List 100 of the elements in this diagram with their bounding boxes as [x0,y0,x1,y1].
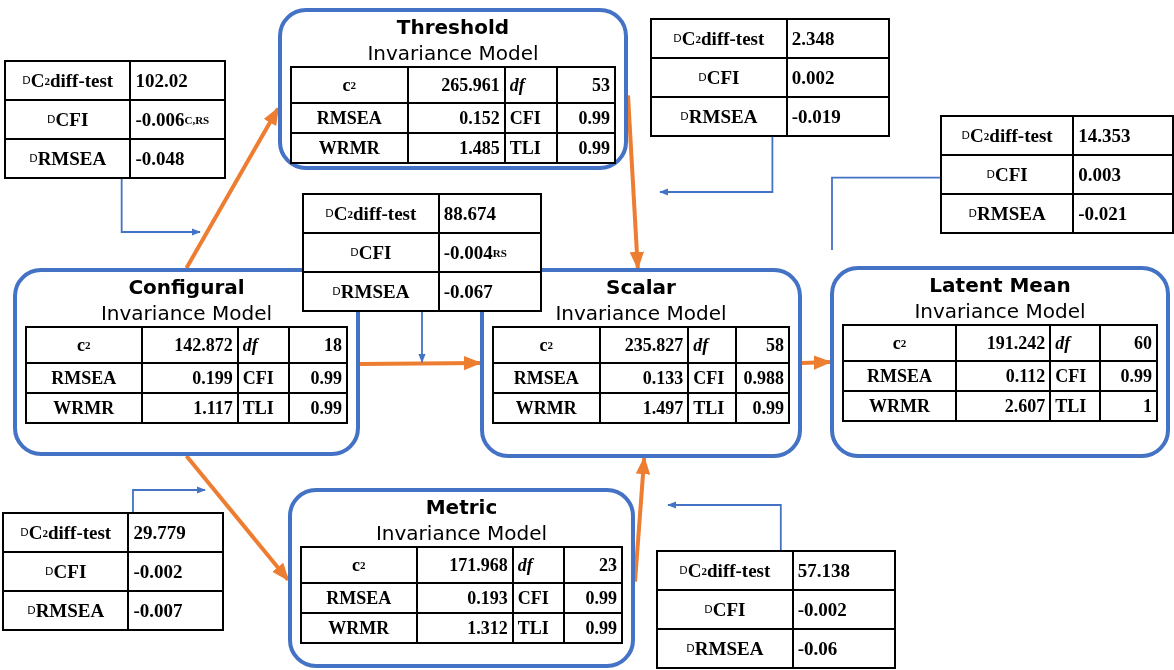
table-cell: 0.002 [787,59,890,98]
table-cell: -0.06 [793,630,896,669]
table-cell: 0.99 [290,364,348,394]
model-subtitle: Invariance Model [375,520,548,546]
table-cell: df [1051,326,1102,362]
model-subtitle: Invariance Model [100,300,273,326]
table-cell: -0.004$^{RS}$ [439,234,542,273]
table-cell: 0.003 [1074,156,1174,195]
difference-table [940,115,1174,233]
table-cell: 191.242 [957,326,1052,362]
table-cell: WRMR [27,394,143,424]
table-cell: 2.607 [957,392,1052,422]
table-cell: 88.674 [439,195,542,234]
arrow [801,355,832,370]
table-cell: 0.99 [290,394,348,424]
model-subtitle: Invariance Model [367,40,539,66]
table-cell: TLI [513,614,566,644]
table-cell: RMSEA [844,362,958,392]
table-cell: 2.348 [787,20,890,59]
model-box [288,488,635,668]
table-cell: WRMR [292,134,409,164]
table-cell: CFI [689,364,737,394]
difference-table [4,60,226,178]
table-cell: WRMR [302,614,418,644]
table-cell: WRMR [844,392,958,422]
leader-line [831,176,941,251]
table-cell: 171.968 [417,548,514,584]
table-cell: df [505,68,558,104]
table-cell: 53 [557,68,616,104]
table-cell: 58 [736,328,790,364]
table-cell: 0.133 [600,364,690,394]
pointer-arrow [120,177,201,236]
table-cell: 1.312 [417,614,514,644]
difference-table [2,512,224,630]
table-cell: 0.152 [408,104,506,134]
model-title: Metric [425,494,498,520]
table-cell: 0.99 [1101,362,1158,392]
table-cell: -0.021 [1074,195,1174,234]
table-cell: CFI [505,104,558,134]
table-cell: 18 [290,328,348,364]
difference-table [656,550,896,668]
table-cell: 60 [1101,326,1158,362]
table-cell: -0.048 [131,140,226,179]
table-cell: df [513,548,566,584]
arrow [184,106,280,269]
table-cell: 102.02 [131,62,226,101]
table-cell: TLI [505,134,558,164]
table-cell: TLI [238,394,291,424]
table-cell: 0.99 [565,614,623,644]
arrow [184,454,290,582]
model-title: Threshold [396,14,510,40]
table-cell: RMSEA [302,584,418,614]
model-subtitle: Invariance Model [555,300,727,326]
pointer-arrow [418,310,426,363]
model-title: Configural [128,274,245,300]
table-cell: 265.961 [408,68,506,104]
table-cell: 1.117 [142,394,239,424]
table-cell: CFI [513,584,566,614]
table-cell: 0.112 [957,362,1052,392]
table-cell: -0.002 [129,553,224,592]
table-cell: TLI [1051,392,1102,422]
table-cell: RMSEA [494,364,601,394]
table-cell: 1 [1101,392,1158,422]
table-cell: 57.138 [793,552,896,591]
table-cell: 1.497 [600,394,690,424]
arrow [360,355,482,371]
model-title: Latent Mean [929,272,1071,298]
table-cell: 0.99 [565,584,623,614]
table-cell: TLI [689,394,737,424]
model-subtitle: Invariance Model [914,298,1086,324]
table-cell: -0.006$^{C,RS}$ [131,101,226,140]
pointer-arrow [132,486,206,513]
pointer-arrow [667,501,782,551]
pointer-arrow [659,135,774,196]
table-cell: CFI [238,364,291,394]
table-cell: WRMR [494,394,601,424]
table-cell: 0.988 [736,364,790,394]
table-cell: RMSEA [292,104,409,134]
table-cell: df [238,328,291,364]
table-cell: 14.353 [1074,117,1174,156]
table-cell: 0.199 [142,364,239,394]
table-cell: CFI [1051,362,1102,392]
table-cell: 235.827 [600,328,690,364]
table-cell: RMSEA [27,364,143,394]
table-cell: 0.193 [417,584,514,614]
model-box [830,266,1170,458]
table-cell: -0.002 [793,591,896,630]
difference-table [302,193,542,311]
table-cell: -0.019 [787,98,890,137]
table-cell: df [689,328,737,364]
table-cell: 1.485 [408,134,506,164]
table-cell: 23 [565,548,623,584]
table-cell: 142.872 [142,328,239,364]
difference-table [650,18,890,136]
table-cell: 0.99 [557,134,616,164]
table-cell: 29.779 [129,514,224,553]
model-title: Scalar [606,274,676,300]
table-cell: 0.99 [736,394,790,424]
arrow [626,95,645,270]
table-cell: -0.067 [439,273,542,312]
